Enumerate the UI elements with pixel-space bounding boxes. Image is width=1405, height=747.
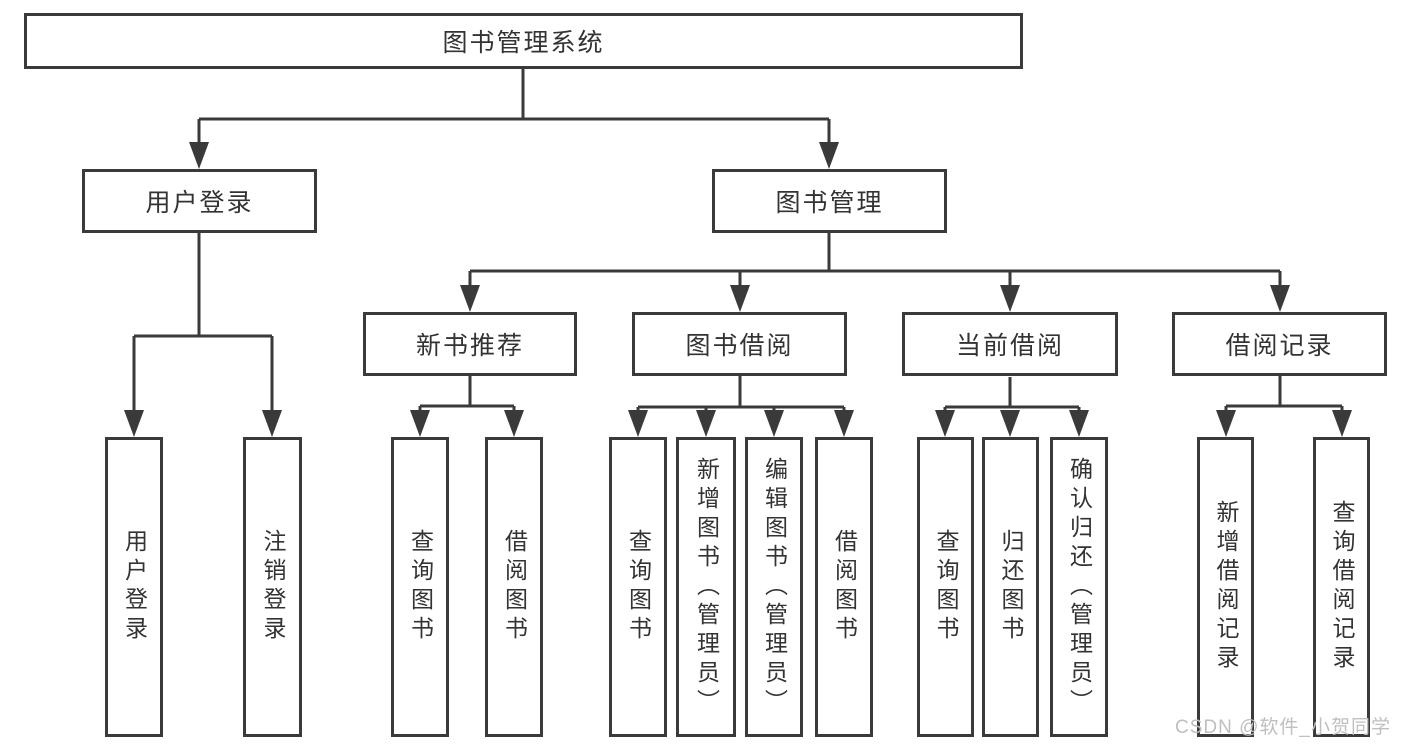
leaf-borrow-edit-book-label: 编辑图书（管理员） [761, 456, 788, 718]
node-book-management: 图书管理 [712, 169, 947, 233]
leaf-borrow-edit-book: 编辑图书（管理员） [745, 437, 803, 737]
leaf-current-query-book: 查询图书 [917, 437, 974, 737]
node-root: 图书管理系统 [24, 13, 1023, 69]
leaf-current-confirm-return: 确认归还（管理员） [1050, 437, 1108, 737]
leaf-current-return-book-label: 归还图书 [998, 529, 1024, 645]
leaf-rec-borrow-book: 借阅图书 [485, 437, 543, 737]
leaf-record-add: 新增借阅记录 [1197, 437, 1254, 737]
leaf-record-query: 查询借阅记录 [1313, 437, 1370, 737]
leaf-user-login-label: 用户登录 [121, 529, 148, 645]
node-user-login: 用户登录 [82, 169, 317, 233]
leaf-borrow-query-book-label: 查询图书 [625, 529, 652, 645]
leaf-logout: 注销登录 [243, 437, 302, 737]
node-new-book-recommend: 新书推荐 [363, 312, 577, 376]
leaf-record-query-label: 查询借阅记录 [1329, 500, 1355, 674]
node-current-borrow: 当前借阅 [902, 312, 1118, 376]
node-book-borrow: 图书借阅 [632, 312, 847, 376]
watermark: CSDN @软件_小贺同学 [1175, 717, 1391, 738]
leaf-current-confirm-return-label: 确认归还（管理员） [1066, 456, 1093, 718]
leaf-borrow-borrow-book: 借阅图书 [815, 437, 873, 737]
leaf-borrow-query-book: 查询图书 [609, 437, 667, 737]
leaf-borrow-borrow-book-label: 借阅图书 [831, 529, 858, 645]
leaf-rec-query-book: 查询图书 [391, 437, 449, 737]
leaf-record-add-label: 新增借阅记录 [1213, 500, 1239, 674]
node-borrow-record: 借阅记录 [1172, 312, 1387, 376]
leaf-rec-query-book-label: 查询图书 [407, 529, 434, 645]
leaf-borrow-add-book: 新增图书（管理员） [676, 437, 736, 737]
leaf-user-login: 用户登录 [105, 437, 163, 737]
leaf-rec-borrow-book-label: 借阅图书 [501, 529, 528, 645]
leaf-borrow-add-book-label: 新增图书（管理员） [693, 456, 720, 718]
leaf-current-return-book: 归还图书 [982, 437, 1039, 737]
leaf-current-query-book-label: 查询图书 [933, 529, 959, 645]
leaf-logout-label: 注销登录 [260, 529, 286, 645]
